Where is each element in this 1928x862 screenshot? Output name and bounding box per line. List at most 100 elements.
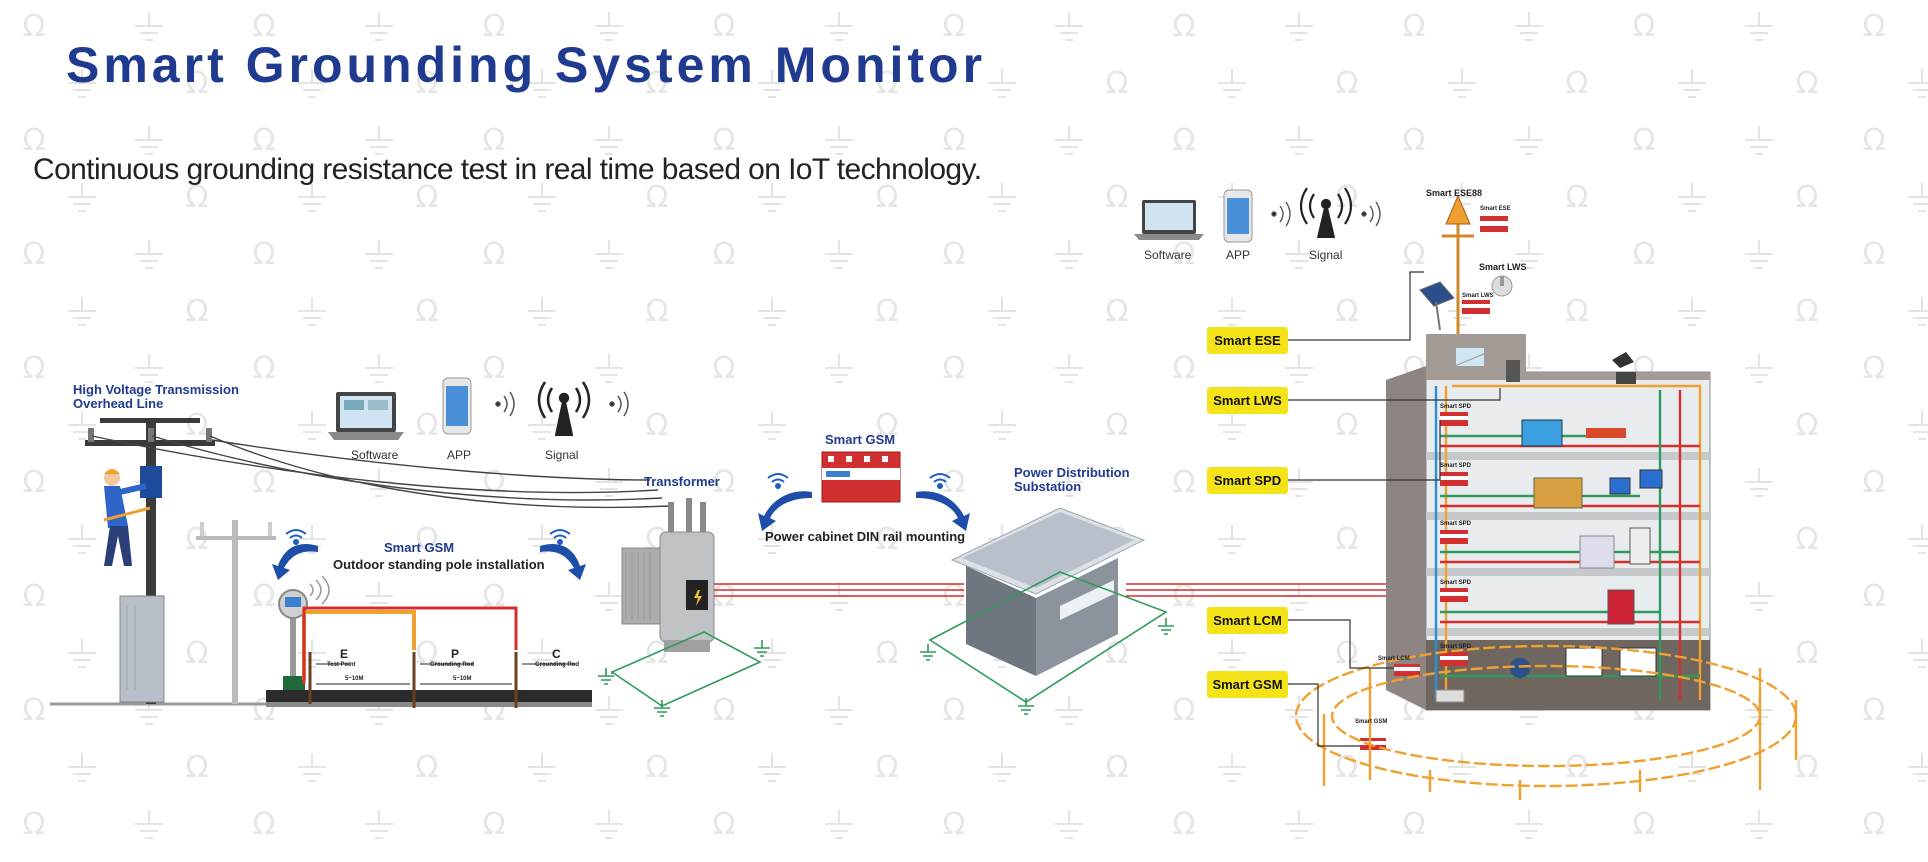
svg-text:Ω: Ω bbox=[483, 807, 506, 842]
din-rail-gsm-device bbox=[821, 451, 901, 503]
signal-tower-icon bbox=[495, 381, 629, 437]
svg-text:Ω: Ω bbox=[186, 180, 209, 215]
svg-text:Ω: Ω bbox=[646, 408, 669, 443]
software-app-signal-right bbox=[1134, 187, 1381, 243]
svg-text:Ω: Ω bbox=[1403, 9, 1426, 44]
signal-label-right: Signal bbox=[1309, 248, 1343, 262]
svg-text:Ω: Ω bbox=[1403, 237, 1426, 272]
distance-label-2: 5~10M bbox=[453, 676, 472, 682]
secondary-pole bbox=[196, 520, 276, 704]
svg-text:Ω: Ω bbox=[943, 693, 966, 728]
wifi-icon bbox=[767, 473, 951, 489]
svg-text:Ω: Ω bbox=[1566, 750, 1589, 785]
svg-text:Ω: Ω bbox=[1863, 807, 1886, 842]
small-label-spd-3: Smart SPD bbox=[1440, 521, 1472, 527]
gsm-din-title: Smart GSM bbox=[825, 432, 896, 447]
distance-label-1: 5~10M bbox=[345, 676, 364, 682]
small-label-ese: Smart ESE bbox=[1480, 206, 1511, 212]
gsm-pole-title: Smart GSM bbox=[384, 540, 455, 555]
svg-text:Ω: Ω bbox=[713, 237, 736, 272]
tag-smart-lcm: Smart LCM bbox=[1207, 607, 1288, 634]
svg-text:Ω: Ω bbox=[253, 237, 276, 272]
software-label-right: Software bbox=[1144, 248, 1192, 262]
svg-text:Ω: Ω bbox=[23, 9, 46, 44]
svg-text:Ω: Ω bbox=[483, 9, 506, 44]
small-label-spd-4: Smart SPD bbox=[1440, 580, 1472, 586]
substation-label: Power Distribution Substation bbox=[1014, 465, 1130, 494]
transmission-pole bbox=[50, 418, 300, 706]
svg-text:Ω: Ω bbox=[483, 579, 506, 614]
svg-text:Ω: Ω bbox=[483, 351, 506, 386]
svg-text:Ω: Ω bbox=[876, 636, 899, 671]
signal-label: Signal bbox=[545, 448, 579, 462]
building-wiring bbox=[1434, 384, 1702, 700]
svg-text:Ω: Ω bbox=[186, 750, 209, 785]
svg-text:Ω: Ω bbox=[1173, 807, 1196, 842]
app-label: APP bbox=[447, 448, 472, 462]
tag-smart-ese: Smart ESE bbox=[1207, 327, 1288, 354]
svg-text:Ω: Ω bbox=[416, 636, 439, 671]
svg-text:Ω: Ω bbox=[1863, 693, 1886, 728]
wifi-icon bbox=[285, 529, 571, 545]
svg-text:Ω: Ω bbox=[1173, 465, 1196, 500]
electrode-c-caption: Grounding Rod bbox=[535, 662, 579, 668]
svg-text:Ω: Ω bbox=[23, 123, 46, 158]
transformer-label: Transformer bbox=[644, 474, 720, 489]
ground-track bbox=[266, 690, 592, 707]
svg-text:Ω: Ω bbox=[253, 807, 276, 842]
svg-text:Ω: Ω bbox=[1796, 408, 1819, 443]
lightning-rod-ese88 bbox=[1442, 194, 1513, 336]
small-label-gsm: Smart GSM bbox=[1355, 719, 1388, 725]
svg-text:Ω: Ω bbox=[416, 66, 439, 101]
svg-text:Ω: Ω bbox=[416, 408, 439, 443]
svg-text:Ω: Ω bbox=[253, 123, 276, 158]
small-label-lws: Smart LWS bbox=[1479, 262, 1527, 272]
tag-smart-lws: Smart LWS bbox=[1207, 387, 1288, 414]
page-title: Smart Grounding System Monitor bbox=[66, 37, 987, 93]
svg-text:Ω: Ω bbox=[1796, 636, 1819, 671]
gsm-pole-subtitle: Outdoor standing pole installation bbox=[333, 557, 545, 572]
svg-text:Ω: Ω bbox=[1863, 123, 1886, 158]
svg-text:Ω: Ω bbox=[1336, 636, 1359, 671]
svg-text:Ω: Ω bbox=[1106, 750, 1129, 785]
svg-text:Ω: Ω bbox=[1336, 750, 1359, 785]
svg-text:Ω: Ω bbox=[1336, 66, 1359, 101]
svg-text:Ω: Ω bbox=[1633, 237, 1656, 272]
svg-text:Ω: Ω bbox=[186, 66, 209, 101]
svg-text:Ω: Ω bbox=[1796, 294, 1819, 329]
ground-ring-rods bbox=[1322, 668, 1798, 800]
power-cables bbox=[714, 583, 1390, 597]
svg-text:Ω: Ω bbox=[1566, 66, 1589, 101]
svg-text:Ω: Ω bbox=[1863, 465, 1886, 500]
svg-text:Ω: Ω bbox=[646, 294, 669, 329]
svg-text:Ω: Ω bbox=[253, 351, 276, 386]
spd-modules bbox=[1360, 412, 1468, 750]
svg-text:Ω: Ω bbox=[943, 9, 966, 44]
solar-panel bbox=[1419, 281, 1455, 331]
small-label-lws-2: Smart LWS bbox=[1462, 293, 1494, 299]
svg-text:Ω: Ω bbox=[1633, 9, 1656, 44]
svg-text:Ω: Ω bbox=[1173, 9, 1196, 44]
svg-text:Ω: Ω bbox=[1173, 237, 1196, 272]
svg-text:Ω: Ω bbox=[1566, 294, 1589, 329]
svg-text:Ω: Ω bbox=[1863, 351, 1886, 386]
svg-text:Ω: Ω bbox=[713, 351, 736, 386]
transformer bbox=[621, 498, 715, 652]
overhead-lines bbox=[91, 435, 669, 509]
svg-text:Ω: Ω bbox=[713, 9, 736, 44]
svg-text:Ω: Ω bbox=[876, 294, 899, 329]
electrode-c-letter: C bbox=[552, 647, 561, 661]
svg-text:Ω: Ω bbox=[253, 579, 276, 614]
svg-text:Ω: Ω bbox=[1173, 351, 1196, 386]
tag-smart-spd: Smart SPD bbox=[1207, 467, 1288, 494]
svg-text:Ω: Ω bbox=[1106, 66, 1129, 101]
substation-building bbox=[950, 507, 1146, 676]
svg-text:Ω: Ω bbox=[1336, 294, 1359, 329]
svg-text:Ω: Ω bbox=[1106, 180, 1129, 215]
svg-text:Ω: Ω bbox=[23, 579, 46, 614]
svg-text:Ω: Ω bbox=[1173, 123, 1196, 158]
svg-text:Ω: Ω bbox=[23, 807, 46, 842]
small-label-lcm: Smart LCM bbox=[1378, 656, 1410, 662]
